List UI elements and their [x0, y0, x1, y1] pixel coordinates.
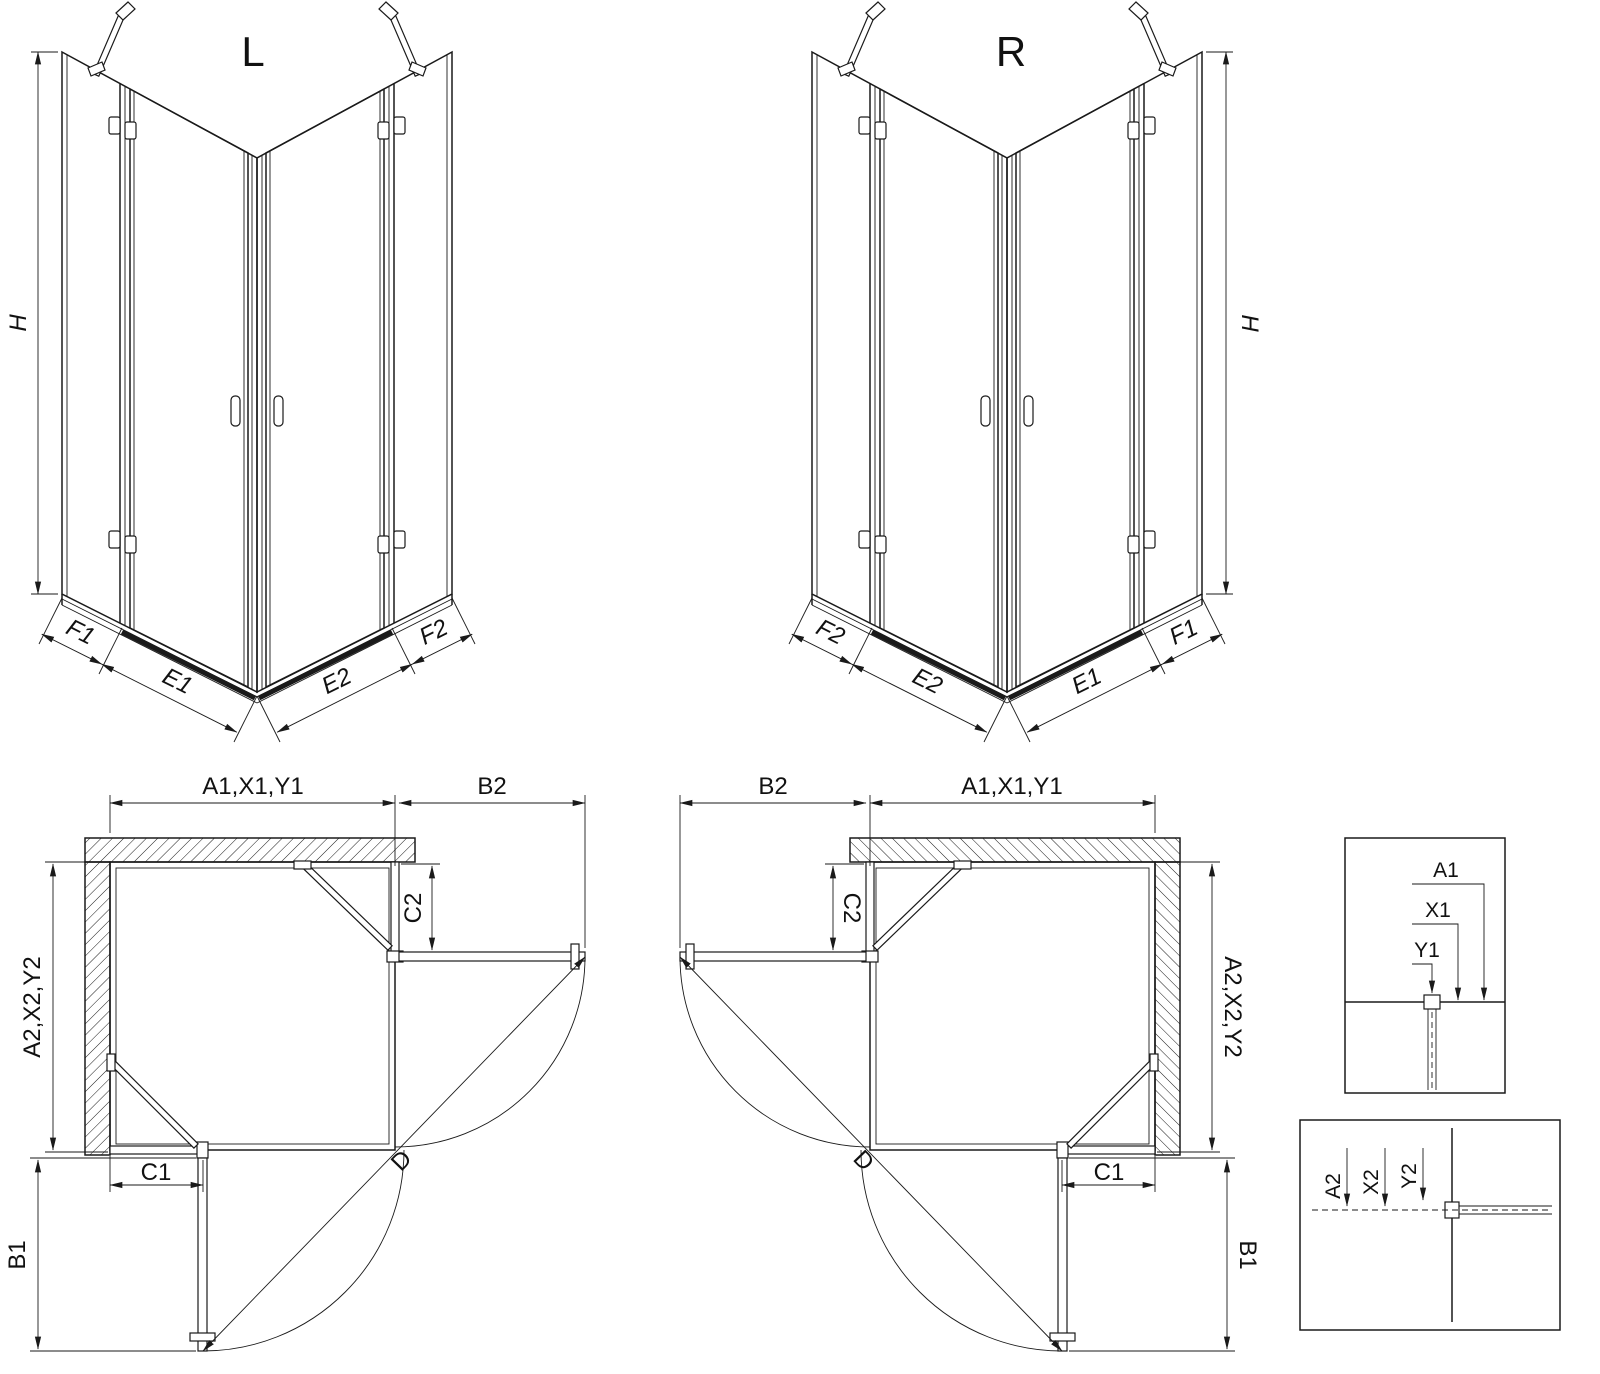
dim-label-f2: F2 [812, 614, 849, 651]
dim-label-b2: B2 [758, 773, 787, 800]
detail-view-depth: A2 X2 Y2 [1299, 1119, 1561, 1331]
dim-label-c1: C1 [1094, 1159, 1125, 1186]
dim-label-x1: X1 [1425, 899, 1451, 922]
dim-label-b1: B1 [4, 1240, 31, 1269]
dim-label-a1: A1 [1433, 859, 1459, 882]
dim-label-a2: A2 [1322, 1173, 1345, 1199]
dim-label-c2: C2 [838, 893, 865, 924]
dim-label-c1: C1 [141, 1159, 172, 1186]
dim-label-height: H [5, 314, 32, 332]
plan-view-right: A1,X1,Y1 B2 C2 A2,X2,Y2 C1 B1 D [680, 773, 1261, 1351]
dim-label-depth: A2,X2,Y2 [19, 956, 46, 1057]
dim-label-y1: Y1 [1414, 939, 1440, 962]
plan-view-left: A1,X1,Y1 B2 C2 A2,X2,Y2 C1 B1 D [4, 773, 585, 1351]
dim-label-b1: B1 [1234, 1240, 1261, 1269]
dim-label-f2: F2 [415, 614, 452, 651]
detail-view-width: A1 X1 Y1 [1344, 837, 1506, 1094]
dim-label-y2: Y2 [1398, 1163, 1421, 1189]
variant-title-right: R [996, 28, 1026, 75]
dim-label-b2: B2 [477, 773, 506, 800]
dim-label-f1: F1 [62, 614, 99, 651]
dim-label-width: A1,X1,Y1 [961, 773, 1062, 800]
dim-label-depth: A2,X2,Y2 [1219, 956, 1246, 1057]
dim-label-height: H [1236, 314, 1263, 332]
dim-label-width: A1,X1,Y1 [202, 773, 303, 800]
iso-view-right: R H F2 E2 E1 F1 [789, 2, 1263, 742]
dim-label-c2: C2 [400, 893, 427, 924]
dim-label-x2: X2 [1360, 1169, 1383, 1195]
iso-view-left: L H F1 E1 E2 F2 [5, 2, 475, 742]
variant-title-left: L [241, 28, 264, 75]
dim-label-f1: F1 [1165, 614, 1202, 651]
